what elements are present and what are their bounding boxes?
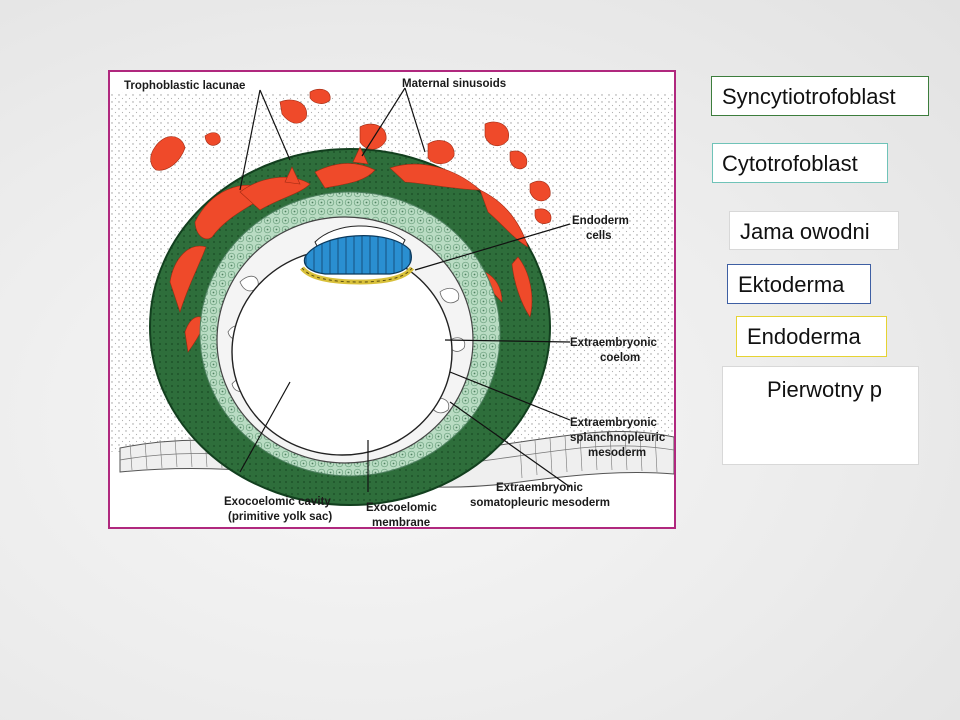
label-exocoelomic-cavity-line2: (primitive yolk sac) bbox=[228, 511, 332, 523]
epiblast-layer bbox=[303, 235, 412, 275]
label-somatopleuric-line2: somatopleuric mesoderm bbox=[470, 497, 610, 509]
trophoblastic-lacunae bbox=[169, 146, 533, 353]
label-splanchnopleuric-line3: mesoderm bbox=[588, 447, 646, 459]
label-exocoelomic-membrane-line1: Exocoelomic bbox=[366, 502, 438, 514]
term-ektoderma[interactable]: Ektoderma bbox=[727, 264, 871, 304]
label-trophoblastic-lacunae: Trophoblastic lacunae bbox=[124, 80, 245, 92]
label-somatopleuric-line1: Extraembryonic bbox=[496, 482, 584, 494]
implanted-blastocyst-diagram: Trophoblastic lacunae Maternal sinusoids… bbox=[110, 78, 674, 527]
embryo-diagram-frame: Trophoblastic lacunae Maternal sinusoids… bbox=[108, 70, 676, 529]
label-maternal-sinusoids: Maternal sinusoids bbox=[402, 78, 506, 90]
label-endoderm-cells-line1: Endoderm bbox=[572, 215, 629, 227]
label-endoderm-cells-line2: cells bbox=[586, 230, 612, 242]
label-splanchnopleuric-line2: splanchnopleuric bbox=[570, 432, 666, 444]
term-syncytiotrofoblast[interactable]: Syncytiotrofoblast bbox=[711, 76, 929, 116]
term-pierwotny[interactable]: Pierwotny p bbox=[722, 366, 919, 465]
label-extraembryonic-coelom-line1: Extraembryonic bbox=[570, 337, 658, 349]
term-endoderma[interactable]: Endoderma bbox=[736, 316, 887, 357]
label-exocoelomic-membrane-line2: membrane bbox=[372, 517, 430, 527]
term-jama-owodni[interactable]: Jama owodni bbox=[729, 211, 899, 250]
label-exocoelomic-cavity-line1: Exocoelomic cavity bbox=[224, 496, 331, 508]
label-splanchnopleuric-line1: Extraembryonic bbox=[570, 417, 658, 429]
label-extraembryonic-coelom-line2: coelom bbox=[600, 352, 640, 364]
pointer-lines bbox=[239, 87, 571, 492]
term-cytotrofoblast[interactable]: Cytotrofoblast bbox=[712, 143, 888, 183]
maternal-sinusoids bbox=[150, 88, 552, 224]
